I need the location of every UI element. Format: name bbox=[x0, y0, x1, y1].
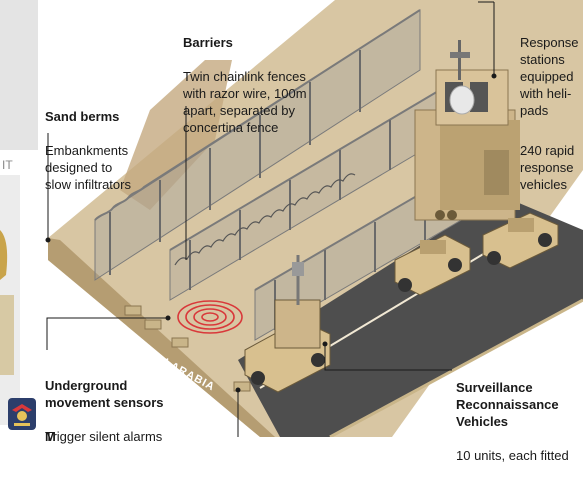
sensor-boxes bbox=[124, 305, 251, 392]
leader-lines bbox=[45, 1, 497, 437]
fences bbox=[94, 9, 471, 341]
sensors-title: Underground movement sensors bbox=[45, 378, 164, 410]
left-map-strip bbox=[0, 0, 38, 425]
sensors-label: Underground movement sensors Trigger sil… bbox=[45, 360, 164, 462]
barriers-desc: Twin chainlink fences with razor wire, 1… bbox=[183, 69, 307, 135]
surveillance-desc: 10 units, each fitted bbox=[456, 448, 569, 463]
sand-berms-label: Sand berms Embankments designed to slow … bbox=[45, 91, 131, 210]
surveillance-label: Surveillance Reconnaissance Vehicles 10 … bbox=[456, 362, 569, 481]
barriers-title: Barriers bbox=[183, 35, 233, 50]
response-stations-desc: Response stations equipped with heli- pa… bbox=[520, 35, 579, 118]
surveillance-title: Surveillance Reconnaissance Vehicles bbox=[456, 380, 559, 429]
response-stations-label: Response stations equipped with heli- pa… bbox=[520, 17, 579, 136]
barriers-label: Barriers Twin chainlink fences with razo… bbox=[183, 17, 307, 153]
sensor-rings-icon bbox=[177, 300, 243, 334]
concertina-wire bbox=[174, 173, 356, 266]
fence-back bbox=[94, 9, 421, 281]
side-text-fragment: IT bbox=[2, 158, 13, 172]
rapid-response-desc: 240 rapid response vehicles bbox=[520, 143, 575, 192]
surveillance-truck-icon bbox=[244, 255, 331, 393]
sand-berms-desc: Embankments designed to slow infiltrator… bbox=[45, 143, 131, 192]
rapid-response-label: 240 rapid response vehicles bbox=[520, 125, 574, 210]
humvee-icon bbox=[394, 212, 559, 296]
sand-berms-title: Sand berms bbox=[45, 109, 120, 124]
border-security-illustration bbox=[0, 0, 583, 437]
watchtower-icon bbox=[414, 40, 520, 221]
eagle-badge-icon bbox=[8, 398, 36, 430]
